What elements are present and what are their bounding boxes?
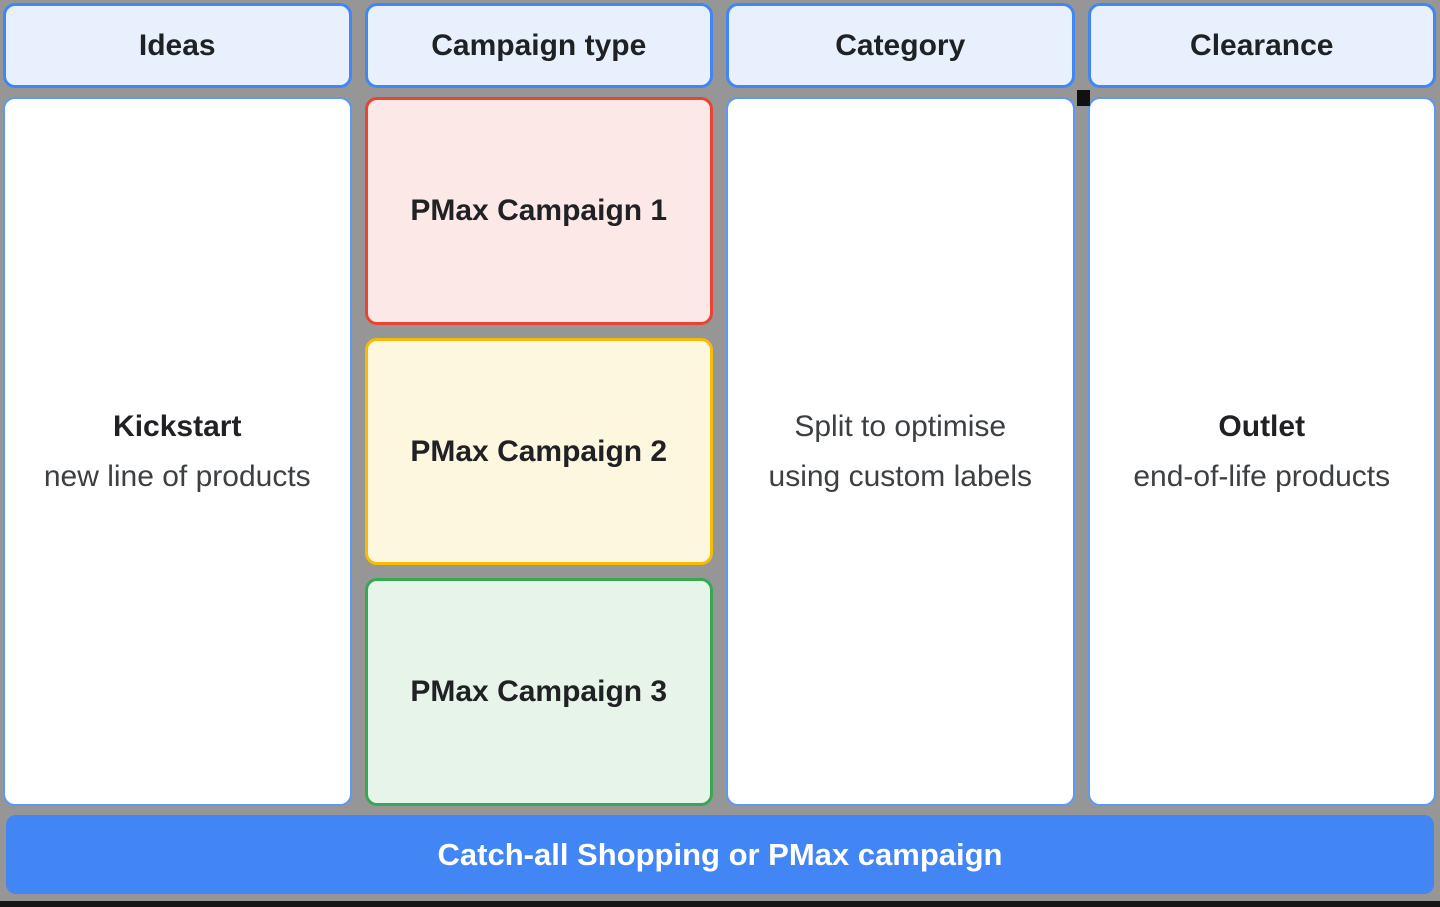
column-header-category-label: Category <box>835 28 966 62</box>
catch-all-banner: Catch-all Shopping or PMax campaign <box>6 815 1434 894</box>
category-text-line2: using custom labels <box>768 459 1032 493</box>
clearance-subtitle: end-of-life products <box>1133 459 1391 493</box>
column-header-category: Category <box>726 3 1075 88</box>
cursor-artifact <box>1077 90 1090 106</box>
column-header-campaign-type: Campaign type <box>364 3 713 88</box>
column-header-ideas: Ideas <box>3 3 352 88</box>
bottom-edge-strip <box>0 901 1440 907</box>
catch-all-banner-label: Catch-all Shopping or PMax campaign <box>437 836 1003 872</box>
column-header-campaign-type-label: Campaign type <box>431 28 647 62</box>
column-header-clearance-label: Clearance <box>1190 28 1334 62</box>
pmax-campaign-2-label: PMax Campaign 2 <box>410 434 668 468</box>
ideas-body-box: Kickstart new line of products <box>3 97 352 806</box>
campaign-type-stack: PMax Campaign 1 PMax Campaign 2 PMax Cam… <box>364 97 713 807</box>
pmax-campaign-2-box: PMax Campaign 2 <box>364 337 713 566</box>
columns-grid: Ideas Campaign type Category Clearance K… <box>3 3 1436 807</box>
ideas-subtitle: new line of products <box>43 459 311 493</box>
pmax-campaign-3-label: PMax Campaign 3 <box>410 675 668 709</box>
ideas-title: Kickstart <box>113 409 242 443</box>
column-header-clearance: Clearance <box>1087 3 1436 88</box>
clearance-body-box: Outlet end-of-life products <box>1087 97 1436 806</box>
pmax-campaign-1-box: PMax Campaign 1 <box>364 97 713 325</box>
clearance-title: Outlet <box>1218 409 1306 443</box>
category-text-line1: Split to optimise <box>794 409 1007 443</box>
pmax-campaign-1-label: PMax Campaign 1 <box>410 193 668 227</box>
pmax-campaign-3-box: PMax Campaign 3 <box>364 578 713 807</box>
column-header-ideas-label: Ideas <box>138 28 216 62</box>
category-body-box: Split to optimise using custom labels <box>726 97 1075 806</box>
